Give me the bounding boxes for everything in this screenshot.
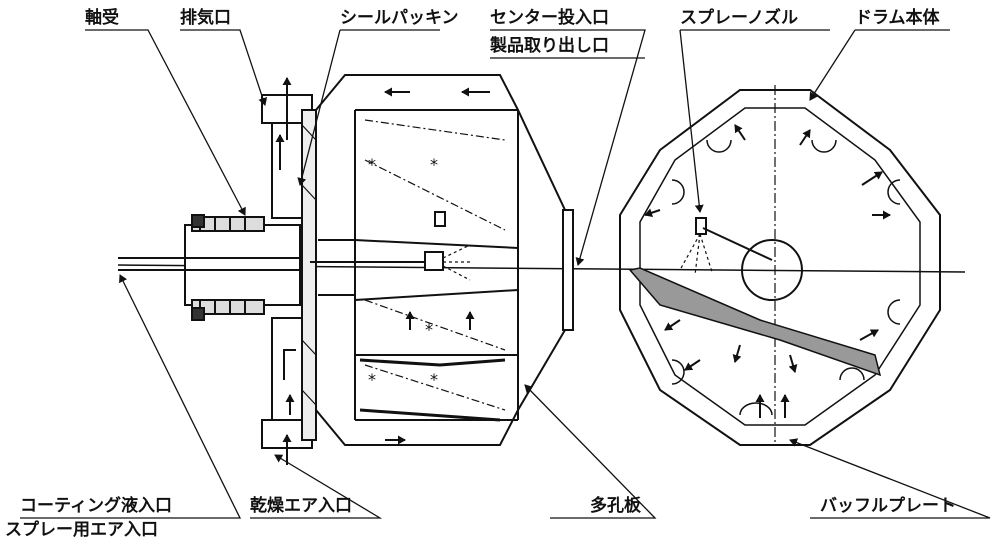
leader-baffle (789, 438, 991, 519)
label-seal-packing: シールパッキン (340, 8, 459, 28)
drum-hub (741, 239, 803, 301)
airflow-lines (364, 119, 506, 411)
leader-center (490, 29, 646, 266)
drum-front-inner (639, 107, 921, 426)
svg-text:*: * (430, 370, 438, 389)
leader-exhaust (180, 29, 268, 106)
label-center-inlet: センター投入口 (490, 8, 609, 28)
front-view (619, 85, 941, 446)
svg-text:*: * (430, 155, 438, 174)
bearing-housing (184, 214, 301, 321)
front-spray-nozzle (679, 217, 773, 276)
leader-coating (20, 274, 242, 519)
label-drying-air-inlet: 乾燥エア入口 (250, 496, 352, 516)
spray-lance (310, 211, 472, 281)
plenum-wall (301, 109, 317, 441)
label-exhaust-port: 排気口 (180, 8, 231, 28)
leader-nozzle (679, 29, 830, 212)
leader-bearing (85, 29, 246, 216)
svg-text:*: * (368, 370, 376, 389)
leader-drum (810, 29, 950, 100)
drum-side-outline (315, 74, 574, 446)
particle-bed (359, 358, 506, 422)
label-spray-air-inlet: スプレー用エア入口 (5, 520, 158, 540)
label-baffle-plate: バッフルプレート (820, 496, 956, 516)
airflow-arrows (384, 87, 490, 445)
svg-text:*: * (425, 320, 433, 339)
front-particle-bed (628, 267, 882, 377)
leader-seal (300, 29, 440, 185)
label-coating-inlet: コーティング液入口 (20, 496, 172, 516)
baffle-plates (671, 139, 901, 416)
label-spray-nozzle: スプレーノズル (680, 8, 798, 28)
label-perforated-plate: 多孔板 (590, 496, 641, 516)
label-bearing: 軸受 (85, 8, 119, 28)
leader-lines (20, 29, 991, 519)
svg-text:*: * (368, 155, 376, 174)
label-drum-body: ドラム本体 (855, 8, 940, 28)
leader-drying (250, 454, 383, 519)
side-view: * * * * * (118, 74, 574, 465)
label-product-outlet: 製品取り出し口 (490, 36, 609, 56)
drum-front-outline (619, 89, 941, 446)
front-air-arrows (644, 124, 891, 418)
leader-perforated (524, 384, 657, 519)
